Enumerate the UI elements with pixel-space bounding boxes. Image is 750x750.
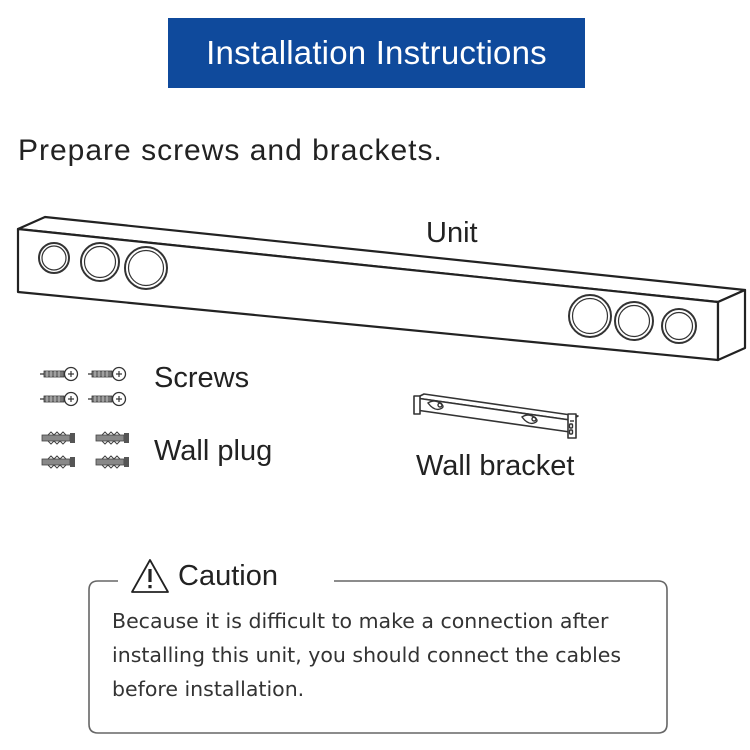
- wall-plugs-group: [41, 431, 130, 469]
- wall-plug-icon: [41, 455, 76, 469]
- screws-label: Screws: [154, 362, 250, 394]
- screw-icon: [87, 366, 127, 382]
- warning-triangle-icon: [131, 559, 169, 593]
- wall-plug-label: Wall plug: [154, 435, 273, 467]
- wall-plug-icon: [95, 455, 130, 469]
- caution-text: Because it is difficult to make a connec…: [112, 609, 622, 701]
- intro-text: Prepare screws and brackets.: [18, 134, 443, 167]
- unit-label: Unit: [426, 217, 478, 249]
- wall-bracket-label: Wall bracket: [416, 450, 575, 482]
- wall-plug-icon: [95, 431, 130, 445]
- caution-title: Caution: [178, 559, 278, 592]
- wall-plug-icon: [41, 431, 76, 445]
- screw-icon: [39, 366, 79, 382]
- screw-icon: [87, 391, 127, 407]
- wall-bracket-illustration: [413, 393, 579, 439]
- caution-heading: Caution: [130, 558, 278, 594]
- screw-icon: [39, 391, 79, 407]
- page-title: Installation Instructions: [206, 34, 547, 71]
- screws-group: [39, 366, 127, 407]
- caution-box: [88, 580, 668, 734]
- title-banner: Installation Instructions: [168, 18, 585, 88]
- soundbar-illustration: [16, 215, 747, 362]
